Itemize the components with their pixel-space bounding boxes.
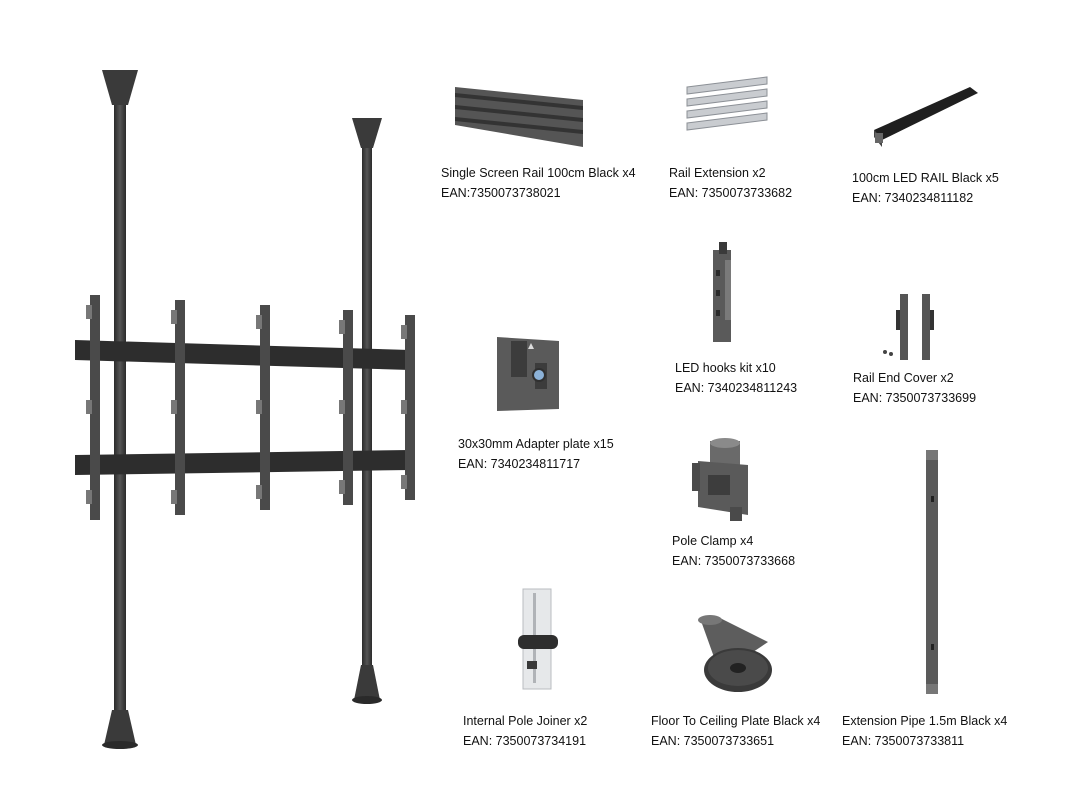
item-ean: EAN: 7350073733682 xyxy=(669,186,793,200)
item-ean: EAN: 7350073734191 xyxy=(463,734,587,748)
rail-extension-label: Rail Extension x2 EAN: 7350073733682 xyxy=(669,163,792,203)
item-name: LED hooks kit x10 xyxy=(675,361,776,375)
item-ean: EAN: 7350073733651 xyxy=(651,734,775,748)
floor-to-ceiling-plate-label: Floor To Ceiling Plate Black x4 EAN: 735… xyxy=(651,711,820,751)
item-name: 100cm LED RAIL Black x5 xyxy=(852,171,999,185)
single-screen-rail-label: Single Screen Rail 100cm Black x4 EAN:73… xyxy=(441,163,636,203)
pole-clamp-label: Pole Clamp x4 EAN: 7350073733668 xyxy=(672,531,795,571)
led-hooks-kit-image xyxy=(713,242,731,342)
item-ean: EAN: 7340234811717 xyxy=(458,457,581,471)
item-ean: EAN: 7340234811243 xyxy=(675,381,798,395)
rail-extension-image xyxy=(686,76,768,131)
item-ean: EAN: 7350073733699 xyxy=(853,391,977,405)
led-rail-label: 100cm LED RAIL Black x5 EAN: 73402348111… xyxy=(852,168,999,208)
internal-pole-joiner-label: Internal Pole Joiner x2 EAN: 73500737341… xyxy=(463,711,587,751)
item-ean: EAN: 7350073733811 xyxy=(842,734,965,748)
item-ean: EAN: 7340234811182 xyxy=(852,191,974,205)
internal-pole-joiner-image xyxy=(518,588,558,690)
item-name: Pole Clamp x4 xyxy=(672,534,754,548)
led-rail-image xyxy=(874,87,978,147)
item-name: Rail Extension x2 xyxy=(669,166,766,180)
item-name: Extension Pipe 1.5m Black x4 xyxy=(842,714,1008,728)
item-ean: EAN:7350073738021 xyxy=(441,186,561,200)
floor-to-ceiling-plate-image xyxy=(698,615,772,692)
assembled-video-wall-mount-image xyxy=(75,70,415,749)
rail-end-cover-label: Rail End Cover x2 EAN: 7350073733699 xyxy=(853,368,976,408)
item-name: Single Screen Rail 100cm Black x4 xyxy=(441,166,636,180)
rail-end-cover-image xyxy=(883,294,934,360)
item-name: Internal Pole Joiner x2 xyxy=(463,714,588,728)
item-name: Floor To Ceiling Plate Black x4 xyxy=(651,714,821,728)
pole-clamp-image xyxy=(692,438,748,521)
adapter-plate-image xyxy=(497,337,559,411)
item-ean: EAN: 7350073733668 xyxy=(672,554,796,568)
extension-pipe-label: Extension Pipe 1.5m Black x4 EAN: 735007… xyxy=(842,711,1007,751)
led-hooks-kit-label: LED hooks kit x10 EAN: 7340234811243 xyxy=(675,358,797,398)
single-screen-rail-image xyxy=(455,87,583,147)
adapter-plate-label: 30x30mm Adapter plate x15 EAN: 734023481… xyxy=(458,434,614,474)
item-name: Rail End Cover x2 xyxy=(853,371,954,385)
item-name: 30x30mm Adapter plate x15 xyxy=(458,437,614,451)
extension-pipe-image xyxy=(926,450,938,694)
